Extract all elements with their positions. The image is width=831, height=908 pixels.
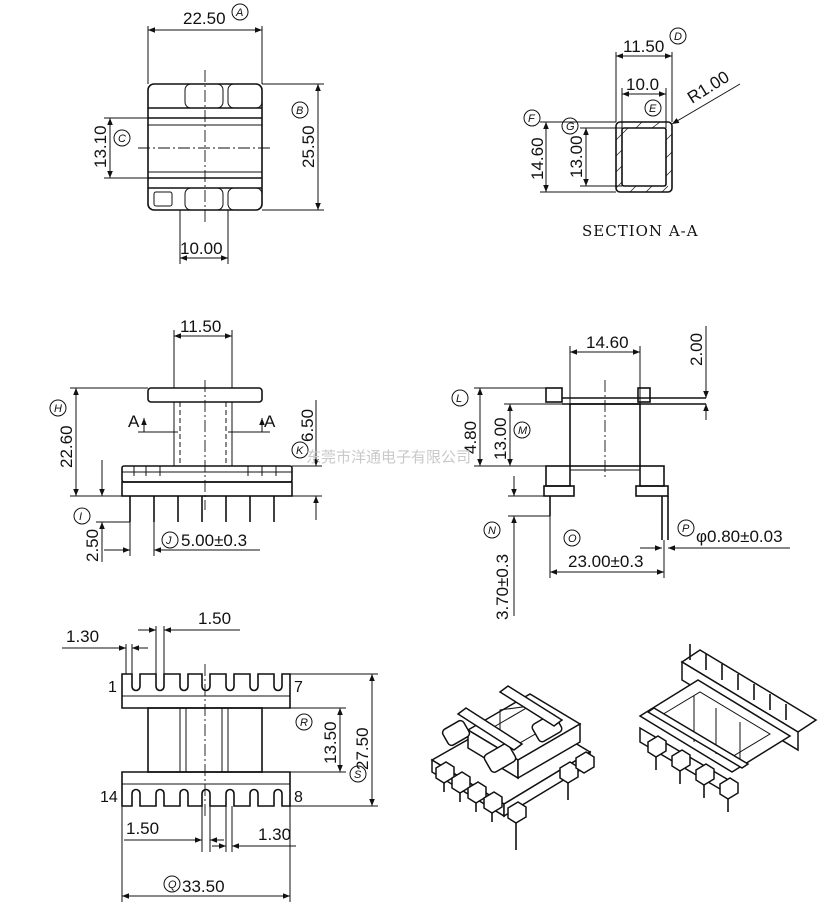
top-bottom-dim: 10.00 <box>180 239 223 258</box>
pin-14-label: 14 <box>100 789 118 806</box>
tag-g: G <box>566 121 575 133</box>
tag-m: M <box>518 425 528 437</box>
tag-c: C <box>118 133 126 145</box>
side-top-offset-dim: 2.00 <box>687 333 706 366</box>
cut-label-left: A <box>128 412 140 431</box>
watermark: 东莞市洋通电子有限公司 <box>306 448 471 466</box>
bottom-mid-dim: 13.50 <box>321 721 340 764</box>
section-radius-dim: R1.00 <box>684 67 733 107</box>
tag-k: K <box>296 445 304 457</box>
side-b-dim: 13.00 <box>491 417 510 460</box>
bottom-total-dim: 27.50 <box>353 727 372 770</box>
front-view: A A 11.50 22.60 H 6.50 K <box>49 317 322 562</box>
side-diameter-dim: φ0.80±0.03 <box>696 527 783 546</box>
front-flange-dim: 6.50 <box>298 409 317 442</box>
side-pin-dim: 3.70±0.3 <box>493 554 512 620</box>
side-a-dim: 4.80 <box>461 421 480 454</box>
tag-f: F <box>528 113 536 125</box>
pin-7-label: 7 <box>294 679 303 696</box>
cut-label-right: A <box>264 412 276 431</box>
isometric-view-left <box>430 685 595 850</box>
side-span-dim: 23.00±0.3 <box>568 552 644 571</box>
top-height-dim: 25.50 <box>299 125 318 168</box>
top-view: 22.50 A 25.50 B 13.10 C 10.00 <box>91 3 324 264</box>
pin-8-label: 8 <box>294 789 303 806</box>
bottom-low-a-dim: 1.50 <box>126 819 159 838</box>
isometric-view-right <box>638 644 818 812</box>
tag-d: D <box>674 31 682 43</box>
tag-n: N <box>488 525 496 537</box>
tag-q: Q <box>168 879 177 891</box>
tag-s: S <box>354 769 362 781</box>
tag-p: P <box>682 523 690 535</box>
tag-i: I <box>79 511 82 523</box>
tag-h: H <box>54 403 62 415</box>
section-view: 11.50 D 10.0 E R1.00 14.60 F 13.00 G SEC… <box>523 27 741 240</box>
top-width-dim: 22.50 <box>183 9 226 28</box>
tag-l: L <box>456 393 462 405</box>
side-view: 14.60 2.00 4.80 L 13.00 M 3.70±0.3 N 23.… <box>451 326 790 620</box>
tag-a: A <box>235 7 243 19</box>
front-pitch-dim: 5.00±0.3 <box>181 531 247 550</box>
section-height-dim: 14.60 <box>528 137 547 180</box>
front-height-dim: 22.60 <box>57 425 76 468</box>
bottom-top-a-dim: 1.30 <box>66 627 99 646</box>
top-inner-dim: 13.10 <box>91 125 110 168</box>
section-title: SECTION A-A <box>582 222 699 240</box>
tag-j: J <box>165 535 172 547</box>
bottom-view: 1 7 14 8 1.30 1.50 13.50 R 27.50 S <box>62 609 378 902</box>
tag-e: E <box>649 103 657 115</box>
section-inner-width-dim: 10.0 <box>626 75 659 94</box>
side-width-dim: 14.60 <box>586 333 629 352</box>
tag-b: B <box>296 105 303 117</box>
bottom-low-b-dim: 1.30 <box>258 825 291 844</box>
section-width-dim: 11.50 <box>623 37 664 56</box>
pin-1-label: 1 <box>108 679 117 696</box>
bottom-top-b-dim: 1.50 <box>198 609 231 628</box>
front-width-dim: 11.50 <box>180 317 221 336</box>
section-inner-height-dim: 13.00 <box>567 135 586 178</box>
bottom-width-dim: 33.50 <box>182 877 225 896</box>
tag-r: R <box>300 717 308 729</box>
front-pin-length-dim: 2.50 <box>83 529 102 562</box>
tag-o: O <box>568 533 577 545</box>
